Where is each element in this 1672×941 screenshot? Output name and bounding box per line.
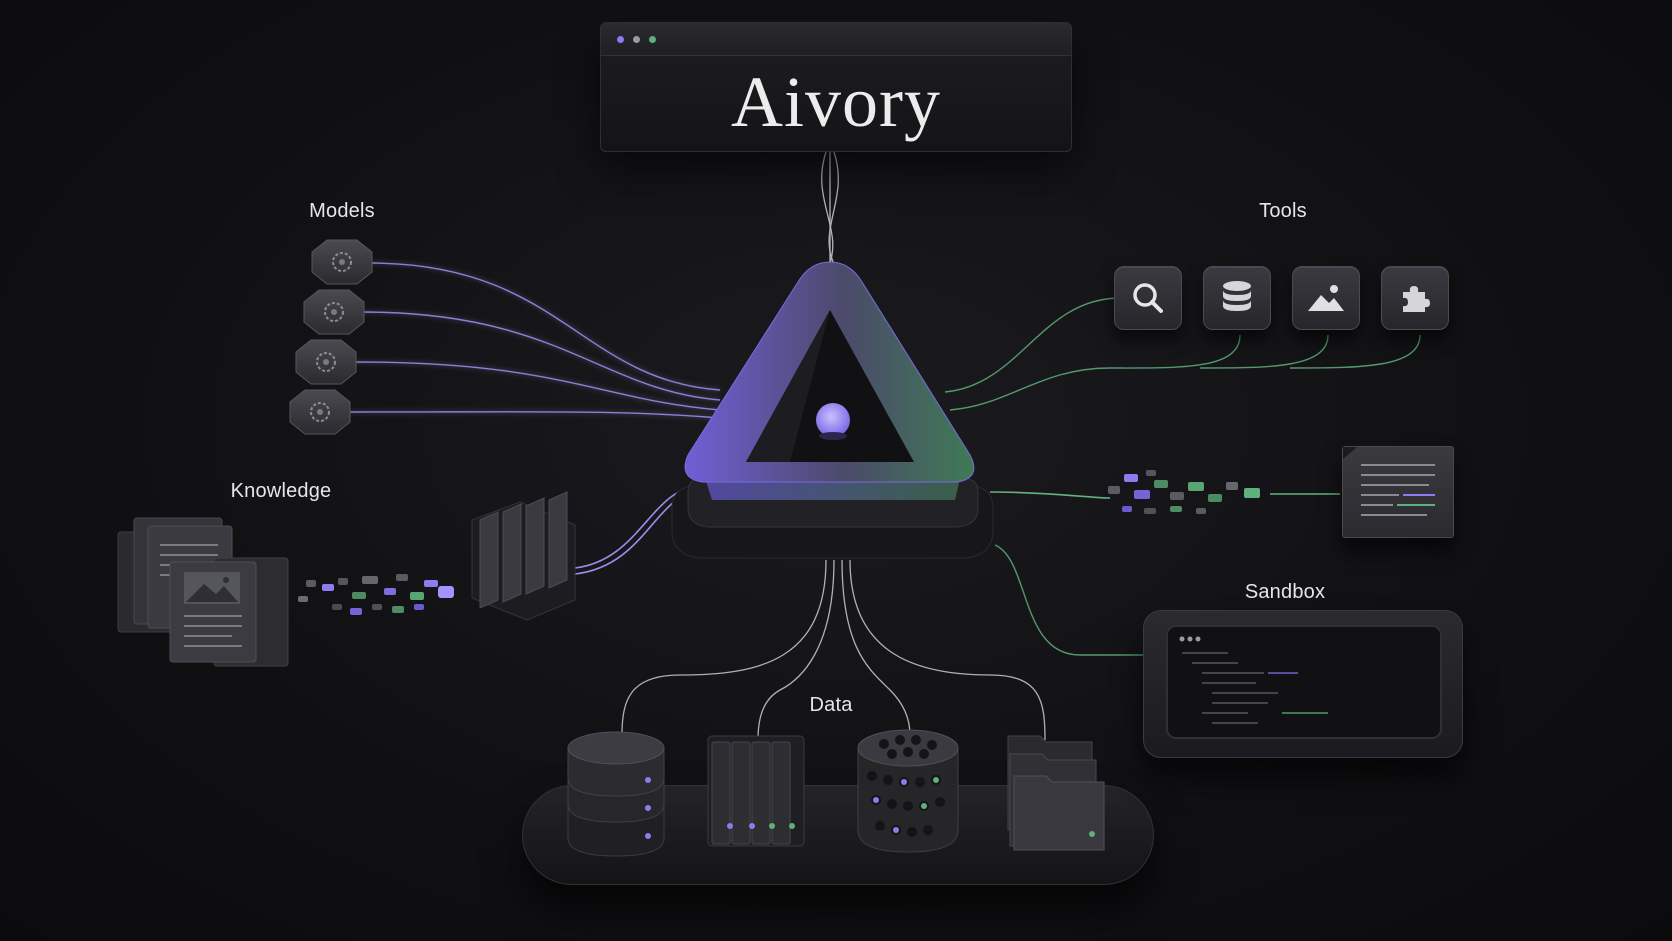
knowledge-label: Knowledge xyxy=(230,480,332,502)
window-dot-icon[interactable] xyxy=(617,36,624,43)
title-connection xyxy=(821,151,839,269)
filter-block-icon[interactable] xyxy=(471,491,576,621)
tool-plugin[interactable] xyxy=(1381,266,1449,330)
knowledge-particles xyxy=(298,574,454,615)
brand-title: Aivory xyxy=(731,62,941,142)
models-group xyxy=(289,239,373,435)
database-icon xyxy=(1223,281,1251,311)
tools-label: Tools xyxy=(1259,200,1307,222)
knowledge-documents xyxy=(117,517,289,667)
models-label: Models xyxy=(309,200,375,222)
document-lines xyxy=(1343,447,1435,516)
folder-stack-icon[interactable] xyxy=(1007,735,1105,851)
sandbox-code-editor[interactable] xyxy=(1166,625,1442,739)
text-document-icon[interactable] xyxy=(1342,446,1454,538)
database-cylinder-icon[interactable] xyxy=(567,731,665,857)
triangle-hub-icon[interactable] xyxy=(671,261,994,559)
tool-search[interactable] xyxy=(1114,266,1182,330)
search-icon xyxy=(1133,283,1163,313)
data-connections xyxy=(621,559,1046,741)
window-title-bar xyxy=(601,23,1071,56)
image-icon xyxy=(1308,285,1344,311)
sandbox-device[interactable] xyxy=(1143,610,1463,758)
object-store-icon[interactable] xyxy=(857,729,959,853)
code-lines xyxy=(1179,636,1328,724)
tool-database[interactable] xyxy=(1203,266,1271,330)
window-dot-icon[interactable] xyxy=(633,36,640,43)
hub-core-orb xyxy=(816,403,850,437)
tool-connections xyxy=(944,297,1421,411)
sandbox-label: Sandbox xyxy=(1244,581,1326,603)
output-particles xyxy=(1108,470,1260,514)
image-document-icon[interactable] xyxy=(169,557,289,667)
model-chip-icon[interactable] xyxy=(295,339,357,385)
tool-image[interactable] xyxy=(1292,266,1360,330)
server-rack-icon[interactable] xyxy=(707,735,805,847)
brand-window: Aivory xyxy=(600,22,1072,152)
window-dot-icon[interactable] xyxy=(649,36,656,43)
puzzle-icon xyxy=(1403,286,1430,312)
sandbox-connection xyxy=(994,544,1143,656)
model-chip-icon[interactable] xyxy=(311,239,373,285)
model-chip-icon[interactable] xyxy=(289,389,351,435)
model-chip-icon[interactable] xyxy=(303,289,365,335)
output-connection xyxy=(989,491,1340,499)
data-label: Data xyxy=(809,694,853,716)
